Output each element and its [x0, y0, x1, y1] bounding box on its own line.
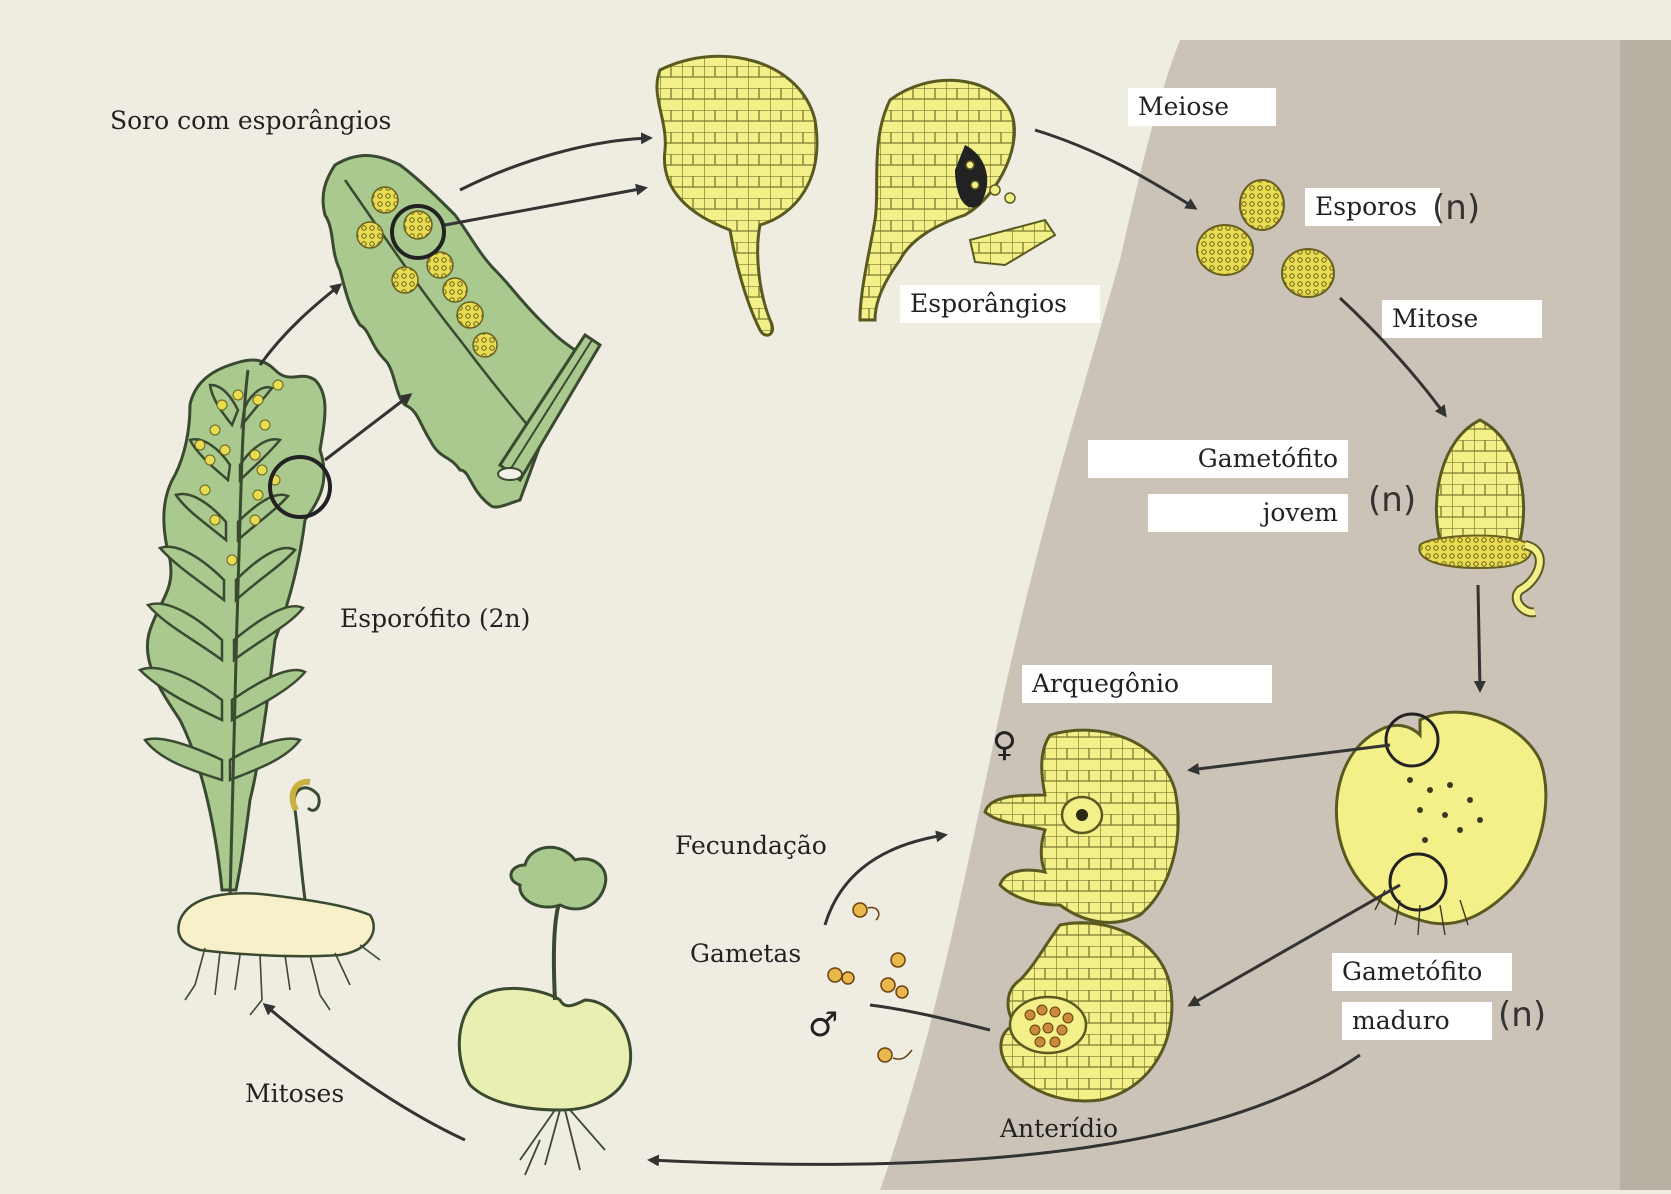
- page-edge-shadow: [1620, 40, 1671, 1190]
- label-mitose: Mitose: [1382, 300, 1542, 338]
- label-mitoses: Mitoses: [235, 1075, 354, 1113]
- female-symbol-icon: ♀: [992, 725, 1017, 765]
- label-gametofito-maduro-line2: maduro: [1342, 1002, 1492, 1040]
- label-gametofito-jovem-line2: jovem: [1148, 494, 1348, 532]
- label-anteridio: Anterídio: [990, 1110, 1128, 1148]
- label-esporos: Esporos: [1305, 188, 1440, 226]
- label-soro-esporangios: Soro com esporângios: [100, 102, 401, 140]
- label-gametas: Gametas: [680, 935, 811, 973]
- label-esporofito: Esporófito (2n): [330, 600, 540, 638]
- label-esporangios: Esporângios: [900, 285, 1100, 323]
- label-gametofito-maduro-ploidy: (n): [1498, 995, 1546, 1035]
- male-symbol-icon: ♂: [808, 1005, 838, 1045]
- label-esporos-ploidy: (n): [1432, 188, 1480, 228]
- label-gametofito-jovem-line1: Gametófito: [1088, 440, 1348, 478]
- label-gametofito-jovem-ploidy: (n): [1368, 480, 1416, 520]
- label-arquegonio: Arquegônio: [1022, 665, 1272, 703]
- label-gametofito-maduro-line1: Gametófito: [1332, 953, 1512, 991]
- arrow-young-to-mature: [1478, 585, 1480, 690]
- label-meiose: Meiose: [1128, 88, 1276, 126]
- label-fecundacao: Fecundação: [665, 827, 837, 865]
